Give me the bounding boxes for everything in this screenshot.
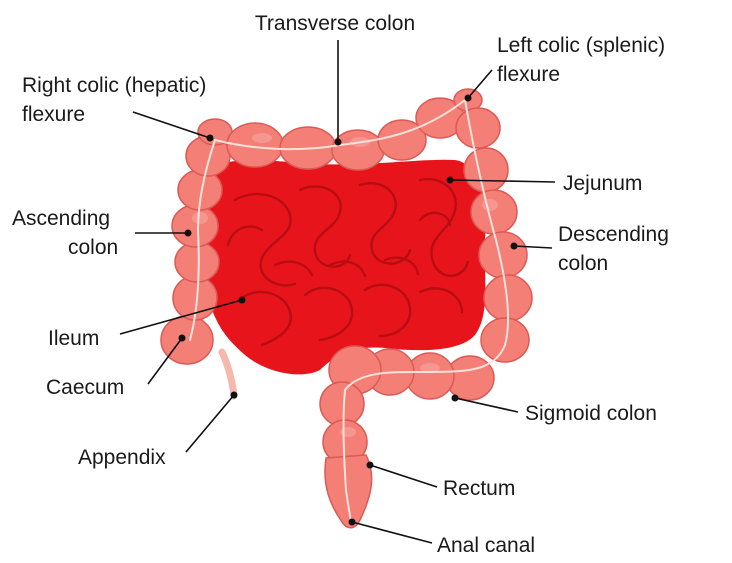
label-descending-line2: colon (558, 252, 608, 275)
leader-left-colic (467, 69, 493, 99)
leader-sigmoid (454, 397, 519, 413)
dot-appendix (230, 391, 238, 399)
leader-appendix (185, 394, 235, 453)
dot-sigmoid (451, 394, 459, 402)
label-right-colic-line1: Right colic (hepatic) (22, 74, 206, 97)
label-transverse-colon: Transverse colon (255, 12, 415, 35)
label-appendix: Appendix (78, 446, 166, 469)
label-right-colic-line2: flexure (22, 103, 85, 126)
dot-rectum (366, 461, 374, 469)
dot-jejunum (446, 176, 454, 184)
leader-right-colic (132, 111, 211, 139)
leader-anal-canal (351, 521, 433, 544)
leader-rectum (369, 464, 438, 488)
label-left-colic-line1: Left colic (splenic) (497, 34, 665, 57)
leader-ileum (119, 299, 243, 335)
appendix-shape (218, 348, 238, 400)
transverse-colon-shape (226, 88, 483, 171)
dot-transverse (334, 138, 342, 146)
colon (160, 88, 533, 529)
label-ascending-line2: colon (68, 236, 118, 259)
small-intestine-folds (226, 177, 470, 347)
label-left-colic-line2: flexure (497, 63, 560, 86)
dot-right-colic (206, 134, 214, 142)
label-ascending-line1: Ascending (12, 207, 110, 230)
sigmoid-colon-shape (328, 345, 495, 401)
dot-left-colic (464, 94, 472, 102)
label-sigmoid-colon: Sigmoid colon (525, 402, 657, 425)
colon-centerline (189, 98, 510, 523)
dot-anal-canal (348, 518, 356, 526)
leader-descending (513, 245, 553, 249)
label-jejunum: Jejunum (563, 172, 642, 195)
leader-jejunum (449, 179, 556, 183)
label-caecum: Caecum (46, 376, 124, 399)
label-anal-canal: Anal canal (437, 534, 535, 557)
label-descending-line1: Descending (558, 223, 669, 246)
leader-caecum (147, 337, 183, 385)
dot-ascending (184, 229, 192, 237)
dot-caecum (178, 334, 186, 342)
leader-lines (119, 40, 556, 544)
labels: Transverse colon Left colic (splenic) fl… (12, 12, 669, 557)
dot-descending (510, 242, 518, 250)
dot-ileum (238, 296, 246, 304)
rectum-shape (319, 381, 373, 529)
label-rectum: Rectum (443, 477, 515, 500)
label-ileum: Ileum (48, 327, 99, 350)
small-intestine (203, 159, 486, 375)
